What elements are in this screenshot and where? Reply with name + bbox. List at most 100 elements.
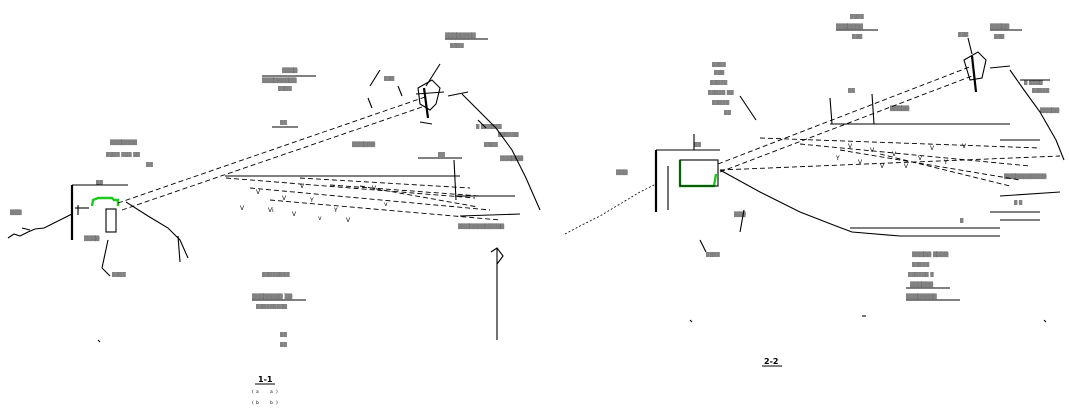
svg-text:V: V: [870, 147, 875, 154]
s1-callout-left-a: ▒▒▒▒▒▒▒: [110, 139, 137, 146]
s2-dim-a: ▒▒: [694, 141, 701, 148]
s1-callout-right-e: ▒▒▒▒▒▒▒▒▒▒▒▒: [458, 223, 504, 230]
svg-text:b: b: [256, 400, 259, 406]
s2-callout-bottom-a: ▒▒▒▒▒ ▒▒▒▒: [912, 251, 949, 258]
svg-text:v: v: [384, 201, 388, 208]
svg-text:): ): [276, 389, 278, 395]
svg-text:Y: Y: [309, 197, 314, 204]
svg-text:V: V: [292, 211, 297, 218]
s2-abutment-green-outline: [678, 160, 718, 188]
svg-text:V: V: [880, 163, 885, 170]
s1-callout-top-mid-c: ▒▒▒▒: [278, 85, 292, 92]
s2-callout-bottom-d: ▒▒▒▒▒▒: [910, 281, 933, 288]
s2-callout-left-e: ▒▒▒▒▒: [712, 99, 730, 106]
s1-callout-bottom-center-e: ▒▒: [280, 341, 287, 348]
s1-callout-left-b: ▒▒▒▒ ▒▒▒ ▒▒: [106, 151, 141, 158]
s2-upper-pier: [963, 51, 1065, 161]
s1-title: 1-1: [258, 375, 273, 384]
svg-text:V: V: [904, 163, 909, 170]
s2-callout-top-c: ▒▒▒: [852, 33, 863, 40]
left-abutment: [70, 184, 128, 240]
s1-callout-bottom-left-b: ▒▒▒▒: [112, 271, 126, 278]
s2-callout-top-a: ▒▒▒▒: [850, 13, 864, 20]
s2-callout-bottom-c: ▒▒▒▒▒▒ ▒: [908, 271, 934, 278]
s2-callout-far-left: ▒▒▒: [616, 169, 628, 176]
s1-callout-bottom-center-d: ▒▒: [280, 331, 287, 338]
s2-callout-left-f: ▒▒: [724, 109, 731, 116]
s2-left-abutment: [654, 134, 720, 212]
s1-callout-bottom-left-a: ▒▒▒▒: [84, 235, 100, 242]
s1-dim-d: ▒▒: [438, 151, 445, 158]
svg-text:V: V: [372, 185, 377, 192]
svg-text:v: v: [318, 215, 322, 222]
s2-callout-bottom-e: ▒▒▒▒▒▒▒▒: [906, 293, 937, 300]
svg-text:): ): [276, 400, 278, 406]
svg-text:a: a: [256, 390, 259, 395]
svg-text:V: V: [918, 155, 923, 162]
s1-callout-right-c: ▒▒▒▒: [484, 141, 498, 148]
s1-callout-left-c: ▒▒: [146, 161, 153, 168]
s1-callout-top-right-b: ▒▒▒▒: [450, 42, 464, 49]
s2-main-beam-upper: [717, 65, 973, 165]
s1-callout-right-b: ▒▒▒▒▒▒: [498, 131, 519, 138]
main-beam-upper: [117, 96, 426, 204]
abutment-green-outline: [90, 196, 120, 207]
s1-callout-top-mid-b: ▒▒▒▒▒▒▒▒▒: [262, 77, 297, 84]
slope-right-of-abutment: [125, 201, 189, 259]
soil-nail-fan: [225, 177, 521, 221]
s1-dim-a: ▒▒: [96, 179, 103, 186]
s2-callout-right-d: ▒▒▒▒▒▒▒▒▒▒▒: [1004, 173, 1046, 180]
s2-callout-left-c: ▒▒▒▒▒: [710, 79, 728, 86]
s2-callout-top-d: ▒▒▒: [958, 31, 969, 38]
svg-text:V: V: [892, 151, 897, 158]
svg-text:Y: Y: [333, 207, 338, 214]
ground-line-left: [7, 213, 73, 239]
s1-callout-mid-layer: ▒▒▒▒▒▒: [352, 141, 375, 148]
s2-callout-lower-left-b: ▒▒▒▒: [706, 251, 720, 258]
svg-text:Vi: Vi: [268, 207, 274, 214]
s2-soil-nail-fan: [719, 137, 1061, 237]
main-beam-lower: [121, 105, 426, 211]
s2-ground-left: [564, 183, 657, 235]
svg-text:V: V: [930, 145, 935, 152]
s2-dim-b: ▒▒: [848, 87, 855, 94]
s2-callout-mid: ▒▒▒▒▒: [890, 105, 909, 112]
s2-callout-left-d: ▒▒▒▒▒ ▒▒: [708, 89, 734, 96]
svg-text:V: V: [962, 143, 967, 150]
svg-text:(: (: [252, 389, 254, 395]
s1-callout-top-mid-a: ▒▒▒▒: [282, 67, 298, 74]
s2-callout-left-b: ▒▒▒: [714, 69, 725, 76]
s2-rock-symbols: Y V V V V V V V V Y V: [835, 143, 967, 170]
svg-text:a: a: [270, 390, 273, 395]
s2-callout-top-f: ▒▒▒: [994, 33, 1005, 40]
rock-symbols: V V Vi V V Y v Y V V V v: [240, 183, 388, 224]
svg-text:V: V: [346, 217, 351, 224]
svg-text:b: b: [270, 400, 273, 406]
s1-callout-far-left: ▒▒▒: [10, 209, 22, 216]
svg-text:V: V: [858, 159, 863, 166]
svg-text:V: V: [300, 183, 305, 190]
approach-line: [21, 227, 31, 231]
s2-callout-bottom-b: ▒▒▒▒▒: [912, 261, 930, 268]
s1-callout-top-right-a: ▒▒▒▒▒▒▒▒: [445, 32, 476, 39]
s2-callout-top-b: ▒▒▒▒▒▒▒: [836, 23, 863, 30]
s1-callout-bottom-center-c: ▒▒▒▒▒▒▒▒▒: [256, 303, 288, 310]
s2-callout-right-a: ▒ ▒▒▒▒: [1024, 79, 1043, 86]
s1-callout-right-d: ▒▒▒▒▒▒: [500, 155, 523, 162]
s2-callout-top-e: ▒▒▒▒▒: [990, 23, 1009, 30]
svg-text:(: (: [252, 400, 254, 406]
s1-callout-bottom-center-b: ▒▒▒▒▒▒▒▒ ▒▒: [252, 293, 292, 300]
svg-text:Y: Y: [943, 159, 948, 166]
s2-callout-left-a: ▒▒▒▒: [712, 61, 726, 68]
section-2-2: Y V V V V V V V V Y V ▒▒▒▒ ▒▒▒▒▒▒▒ ▒▒▒ ▒…: [564, 13, 1065, 367]
s2-callout-lower-left-a: ▒▒▒: [734, 211, 746, 218]
s1-dim-b: ▒▒: [280, 119, 287, 126]
s2-callout-right-c: ▒▒▒▒▒: [1040, 107, 1059, 114]
s2-dim-d: ▒: [960, 217, 964, 224]
s2-main-beam-lower: [719, 75, 973, 173]
s1-callout-right-a: ▒ ▒▒▒▒▒▒: [476, 123, 502, 130]
s2-title: 2-2: [764, 357, 778, 366]
upper-pier: [415, 79, 541, 211]
s1-legend: ( a a ) ( b b ): [252, 389, 278, 406]
